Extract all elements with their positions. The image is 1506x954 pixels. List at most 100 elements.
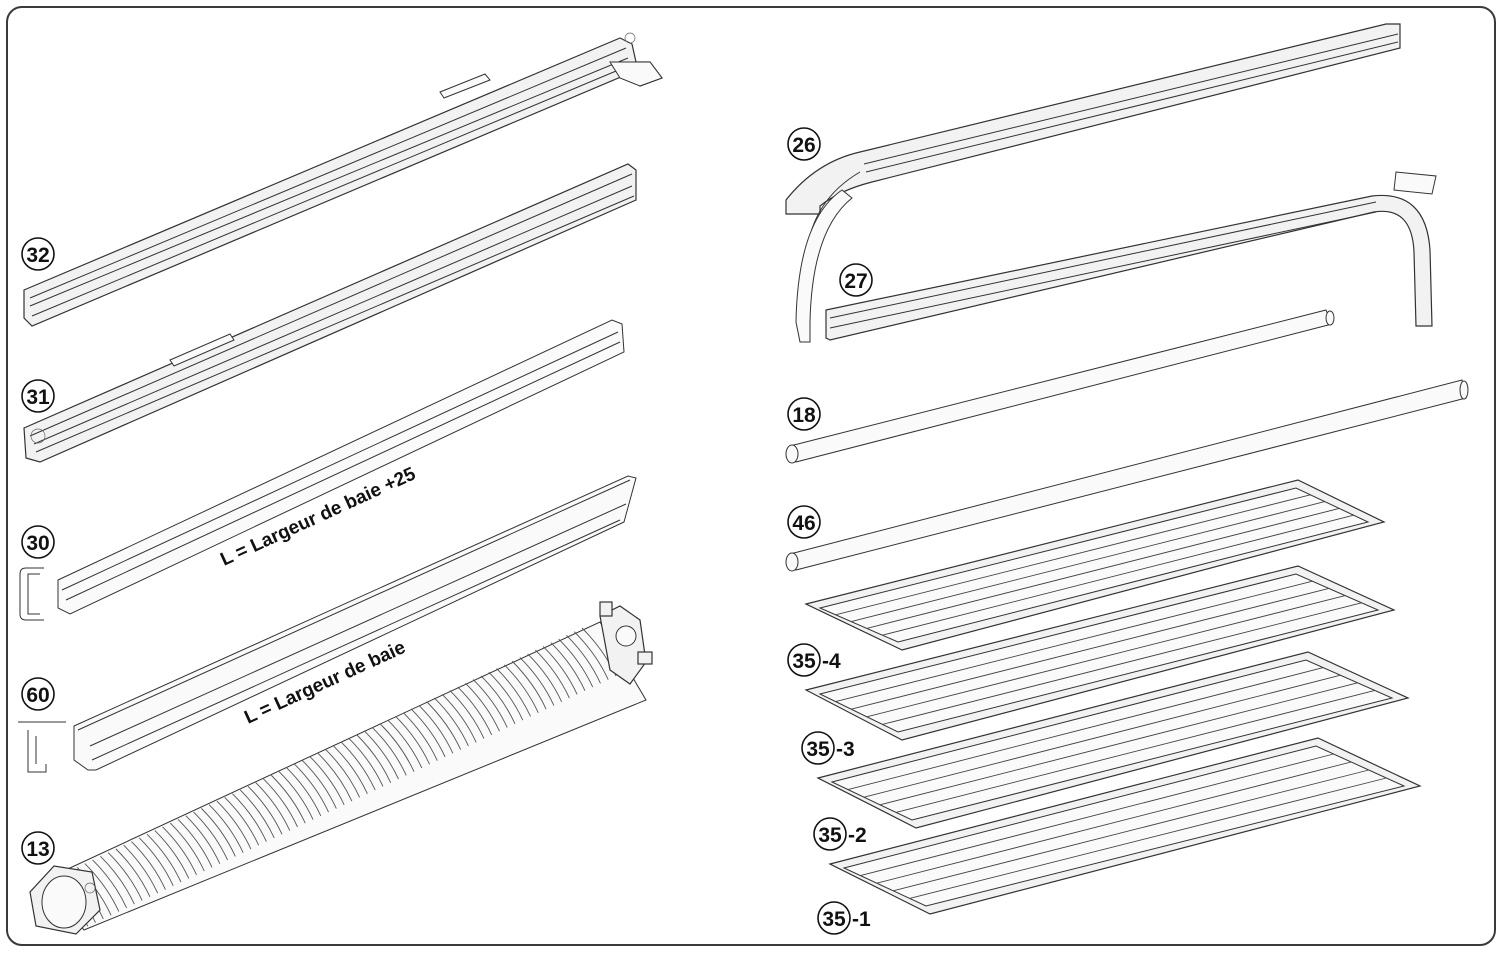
spring-coil [356, 734, 392, 783]
spring-coil [535, 649, 570, 699]
spring-coil [270, 774, 306, 824]
spring-coil [387, 719, 423, 769]
badge-26-number: 26 [792, 134, 815, 157]
spring-coil [348, 738, 384, 787]
spring-coil [193, 811, 229, 861]
part-31-horizontal-rail [23, 163, 637, 463]
badge-46-number: 46 [792, 512, 815, 535]
spring-coil [496, 668, 531, 717]
spring-coil [201, 808, 236, 857]
badge-32-number: 32 [26, 244, 49, 267]
spring-coil [255, 782, 291, 831]
spring-coil [441, 693, 477, 743]
spring-coil [100, 855, 135, 905]
badge-35-1-suffix: -1 [852, 908, 871, 931]
part-32-horizontal-rail [23, 32, 663, 327]
part-30-c-profile [19, 319, 625, 621]
panel-rib [863, 674, 1341, 798]
spring-coil [364, 730, 399, 780]
spring-coil [278, 771, 314, 820]
badge-35-2-suffix: -2 [848, 824, 867, 847]
spring-coil [107, 852, 143, 901]
badge-18-number: 18 [792, 404, 816, 427]
spring-coil [115, 848, 151, 898]
panel-rib [835, 494, 1311, 616]
part-60-angle-profile [18, 475, 637, 773]
spring-coil [309, 756, 345, 806]
badge-35-4-number: 35 [792, 650, 816, 673]
spring-coil [325, 749, 361, 798]
spring-coil [418, 704, 454, 754]
drawing-frame [6, 6, 1496, 946]
panel-rib [895, 689, 1375, 813]
panel-rib [879, 682, 1358, 806]
spring-coil [224, 797, 260, 846]
spring-coil [379, 723, 415, 772]
spring-coil [294, 763, 329, 813]
badge-13: 13 [21, 831, 55, 865]
panel-rib [893, 769, 1369, 892]
badge-35-3-suffix: -3 [836, 738, 855, 761]
spring-coil [371, 727, 407, 776]
panel-rib [851, 587, 1329, 710]
badge-31: 31 [21, 379, 55, 413]
badge-18: 18 [787, 397, 821, 431]
badge-30-number: 30 [26, 532, 49, 555]
spring-coil [169, 822, 205, 872]
spring-coil [410, 708, 446, 758]
spring-coil [208, 804, 244, 853]
panel-rib [847, 667, 1324, 791]
spring-coil [472, 679, 508, 728]
part-13-torsion-spring [29, 601, 653, 935]
badge-35-2: 35 -2 [813, 817, 867, 851]
spring-coil [177, 819, 213, 868]
spring-coil [488, 671, 524, 721]
badge-46: 46 [787, 505, 821, 539]
spring-coil [247, 785, 283, 835]
badge-32: 32 [21, 237, 55, 271]
spring-coil [302, 760, 337, 809]
spring-coil [239, 789, 275, 839]
spring-coil [286, 767, 322, 817]
spring-coil [146, 833, 182, 883]
spring-coil [84, 863, 120, 912]
panel-rib [882, 514, 1354, 636]
spring-coil [480, 675, 516, 725]
spring-coil [92, 859, 128, 909]
spring-coil [542, 646, 578, 695]
spring-coil [573, 631, 609, 680]
spring-coil [566, 635, 601, 684]
badge-26: 26 [787, 127, 821, 161]
badge-35-1-number: 35 [822, 908, 846, 931]
spring-coil [403, 712, 438, 761]
panel-rib [876, 761, 1352, 884]
spring-coil [263, 778, 298, 828]
part-35-4-panel [804, 479, 1386, 651]
spring-coil [527, 653, 563, 702]
spring-coil [434, 697, 469, 747]
spring-coil [449, 690, 485, 739]
panel-rib [835, 580, 1313, 703]
spring-coil [154, 830, 190, 879]
spring-coil [519, 657, 555, 706]
spring-coil [395, 716, 430, 765]
part-35-3-panel [804, 565, 1396, 741]
part-35-2-panel [816, 651, 1410, 829]
spring-coil [465, 682, 500, 732]
part-18-shaft [785, 309, 1335, 464]
badge-27: 27 [839, 263, 873, 297]
badge-35-4: 35 -4 [787, 643, 841, 677]
spring-coil [162, 826, 197, 875]
spring-coil [232, 793, 267, 842]
badge-30: 30 [21, 525, 55, 559]
part-35-1-panel [828, 737, 1422, 915]
spring-coil [185, 815, 221, 864]
spring-coil [340, 741, 376, 791]
panel-rib [866, 507, 1340, 629]
spring-coil [511, 660, 547, 710]
spring-coil [123, 844, 159, 894]
panel-rib [851, 501, 1325, 623]
spring-coil [216, 800, 252, 850]
badge-60: 60 [21, 677, 55, 711]
